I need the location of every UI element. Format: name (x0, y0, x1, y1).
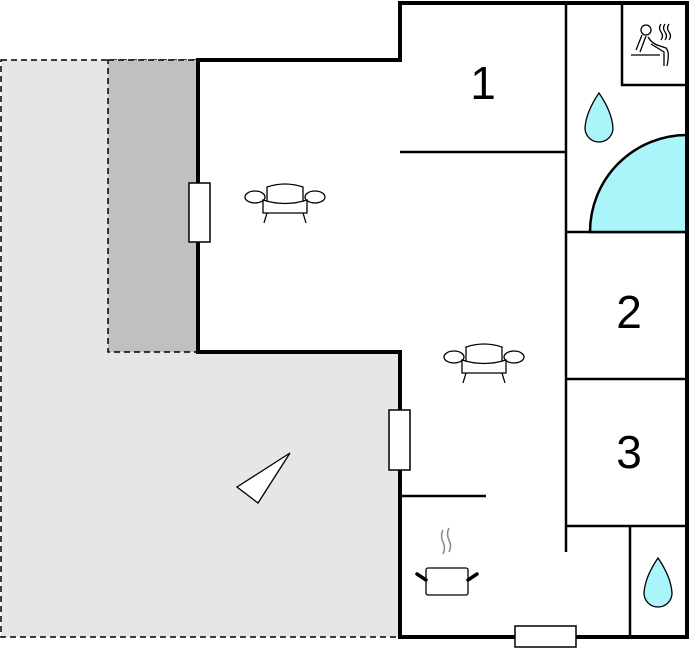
cooking-pot-icon (415, 527, 479, 596)
water-drop-icon (584, 91, 614, 143)
window-icon (514, 625, 577, 648)
sofa-icon (244, 183, 326, 224)
interior-walls (400, 3, 687, 637)
covered-terrace (107, 59, 199, 353)
bathtub-icon (588, 133, 689, 234)
sauna-icon (631, 23, 672, 67)
water-drop-icon (643, 556, 673, 608)
room-label-2: 2 (616, 286, 642, 338)
north-arrow-icon (235, 452, 291, 504)
window-icon (188, 182, 211, 243)
window-icon (388, 409, 411, 471)
room-label-3: 3 (616, 426, 642, 478)
exterior-walls (196, 1, 689, 639)
sofa-icon (443, 343, 525, 384)
room-label-1: 1 (470, 57, 496, 109)
